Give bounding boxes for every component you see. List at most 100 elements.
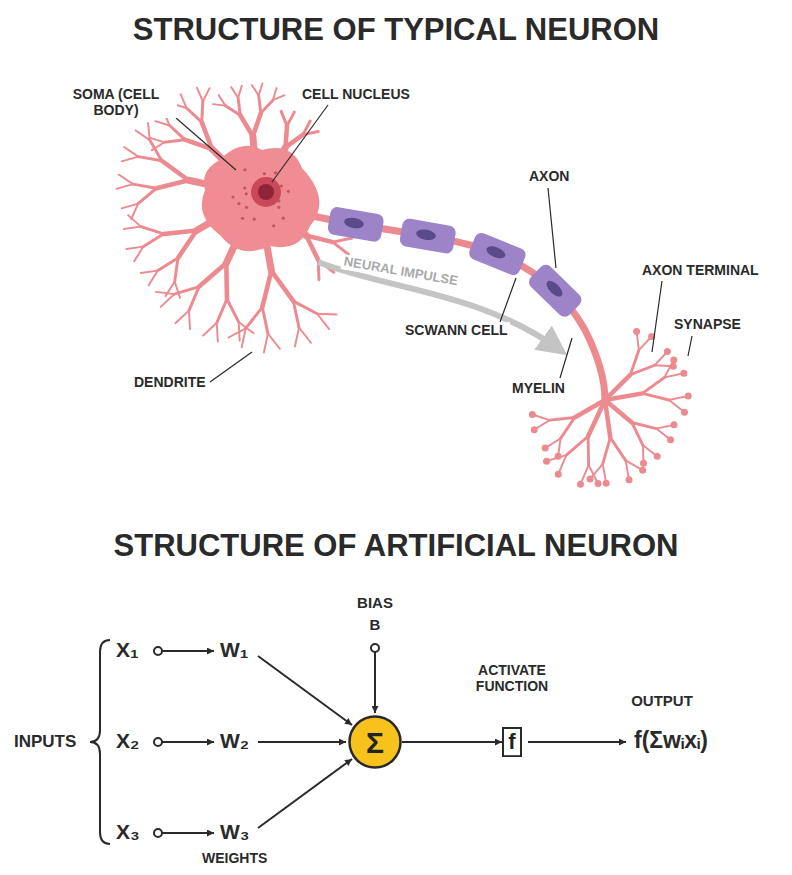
- soma-dot: [272, 224, 275, 227]
- synaptic-knob: [633, 328, 640, 335]
- branch-stroke: [317, 313, 336, 316]
- branch-stroke: [128, 215, 141, 226]
- leader-line: [176, 118, 236, 170]
- soma-dot: [287, 190, 290, 193]
- branch-stroke: [175, 258, 178, 282]
- part-label: W₃: [218, 820, 252, 844]
- branch-stroke: [199, 263, 226, 287]
- axon: [295, 212, 605, 400]
- synaptic-knob: [603, 480, 610, 487]
- soma-dot: [231, 195, 234, 198]
- soma-dot: [263, 172, 266, 175]
- branch-stroke: [293, 301, 299, 327]
- soma-dot: [282, 217, 285, 220]
- branch-stroke: [262, 307, 268, 333]
- branch-stroke: [217, 299, 227, 323]
- branch-stroke: [273, 95, 285, 100]
- part-label: BIAS: [355, 594, 395, 611]
- soma: [202, 146, 319, 251]
- branch-stroke: [603, 438, 611, 464]
- branch-stroke: [566, 436, 588, 455]
- branch-stroke: [286, 135, 303, 148]
- synaptic-knob: [654, 453, 661, 460]
- function-box: f: [502, 727, 522, 757]
- part-label: W₂: [218, 729, 251, 753]
- branch-stroke: [188, 310, 191, 329]
- branch-stroke: [156, 292, 175, 294]
- myelin-segment: [526, 262, 584, 320]
- branch-stroke: [333, 238, 352, 242]
- branch-stroke: [197, 88, 203, 102]
- part-label: MYELIN: [510, 380, 567, 396]
- leader-lines: [176, 105, 692, 382]
- branch-stroke: [264, 334, 268, 353]
- soma-dot: [280, 185, 283, 188]
- branch-stroke: [219, 95, 226, 106]
- leader-line: [272, 105, 328, 182]
- branch-stroke: [252, 85, 259, 96]
- node-shape: [350, 717, 401, 768]
- part-label: X₁: [114, 638, 141, 662]
- soma-dot: [253, 218, 256, 221]
- artificial-wiring: [90, 640, 626, 844]
- part-label: f(Σwᵢxᵢ): [632, 727, 710, 753]
- input-arrow: [162, 832, 214, 834]
- synaptic-knob: [671, 421, 678, 428]
- input-arrow: [162, 650, 214, 652]
- branch-stroke: [122, 157, 139, 162]
- nucleolus: [258, 184, 274, 200]
- branch-stroke: [231, 87, 238, 98]
- branch-stroke: [259, 83, 263, 95]
- soma-dot: [241, 217, 244, 220]
- branch-stroke: [156, 180, 188, 188]
- branch-stroke: [240, 115, 253, 136]
- synaptic-knob: [626, 476, 633, 483]
- branch-stroke: [299, 327, 311, 342]
- part-label: B: [368, 616, 383, 633]
- branch-stroke: [124, 227, 141, 229]
- branch-stroke: [216, 323, 219, 342]
- soma-dot: [245, 192, 248, 195]
- synaptic-knob: [664, 348, 671, 355]
- synaptic-knob: [555, 471, 562, 478]
- synaptic-knob: [595, 480, 602, 487]
- branch-stroke: [203, 323, 217, 336]
- branch-stroke: [181, 94, 187, 108]
- part-label: OUTPUT: [629, 692, 695, 709]
- part-label: WEIGHTS: [200, 850, 269, 866]
- node-content: f: [502, 727, 522, 757]
- synaptic-knob: [670, 356, 677, 363]
- schwann-nucleus: [544, 278, 565, 299]
- branch-stroke: [134, 247, 143, 262]
- branch-stroke: [630, 365, 654, 374]
- schwann-cell: [467, 231, 528, 277]
- branch-stroke: [261, 100, 273, 113]
- part-label: INPUTS: [12, 732, 78, 752]
- branch-stroke: [605, 375, 630, 400]
- branch-stroke: [119, 175, 133, 185]
- input-arrow: [162, 741, 214, 743]
- branch-stroke: [148, 123, 150, 140]
- weight-arrow: [258, 759, 352, 828]
- branch-stroke: [271, 271, 293, 301]
- input-terminal: [154, 738, 162, 746]
- synaptic-knob: [543, 458, 550, 465]
- soma-dot: [245, 206, 248, 209]
- branch-stroke: [175, 310, 189, 323]
- branch-stroke: [229, 328, 246, 337]
- synaptic-knob: [667, 436, 674, 443]
- branch-stroke: [138, 188, 156, 203]
- node-shape: [503, 728, 521, 756]
- branch-stroke: [259, 96, 261, 113]
- schwann-nucleus: [485, 244, 507, 261]
- branch-stroke: [610, 438, 625, 461]
- branch-stroke: [202, 101, 203, 122]
- part-label: DENDRITE: [132, 374, 208, 390]
- branch-stroke: [642, 393, 669, 400]
- synaptic-knob: [639, 467, 646, 474]
- branch-stroke: [303, 131, 318, 134]
- node-text: Σ: [366, 726, 384, 759]
- branch-stroke: [162, 161, 189, 180]
- synaptic-knob: [670, 363, 677, 370]
- part-label: AXON: [527, 168, 571, 184]
